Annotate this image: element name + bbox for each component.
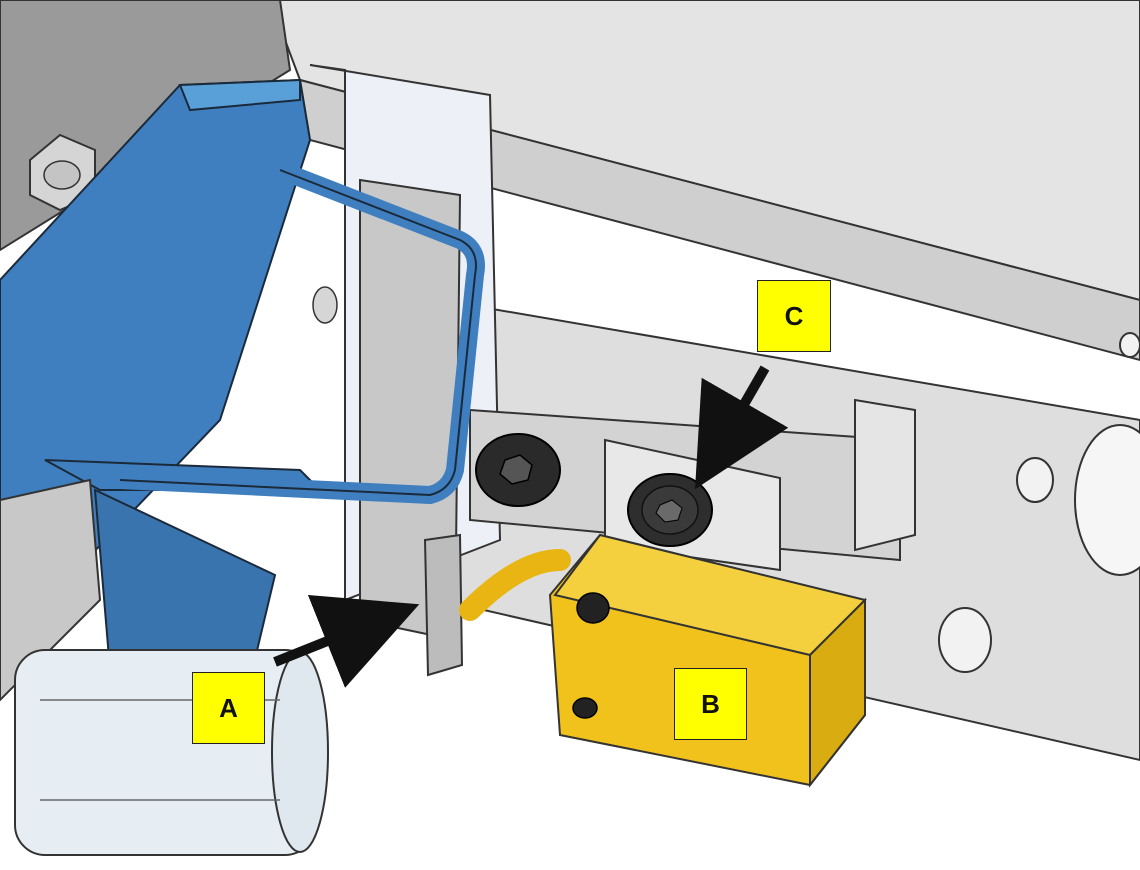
callout-b: B <box>674 668 747 740</box>
arrow-to-eccentric <box>695 365 789 490</box>
callout-a: A <box>192 672 265 744</box>
callout-arrows <box>273 365 789 688</box>
frame-holes <box>938 332 1140 673</box>
callout-c: C <box>757 280 831 352</box>
cap-screw <box>475 433 561 507</box>
sensor-flag <box>423 533 464 677</box>
arrow-to-flag <box>273 595 420 688</box>
yellow-switch <box>459 533 867 788</box>
adjustment-plate <box>604 438 781 572</box>
